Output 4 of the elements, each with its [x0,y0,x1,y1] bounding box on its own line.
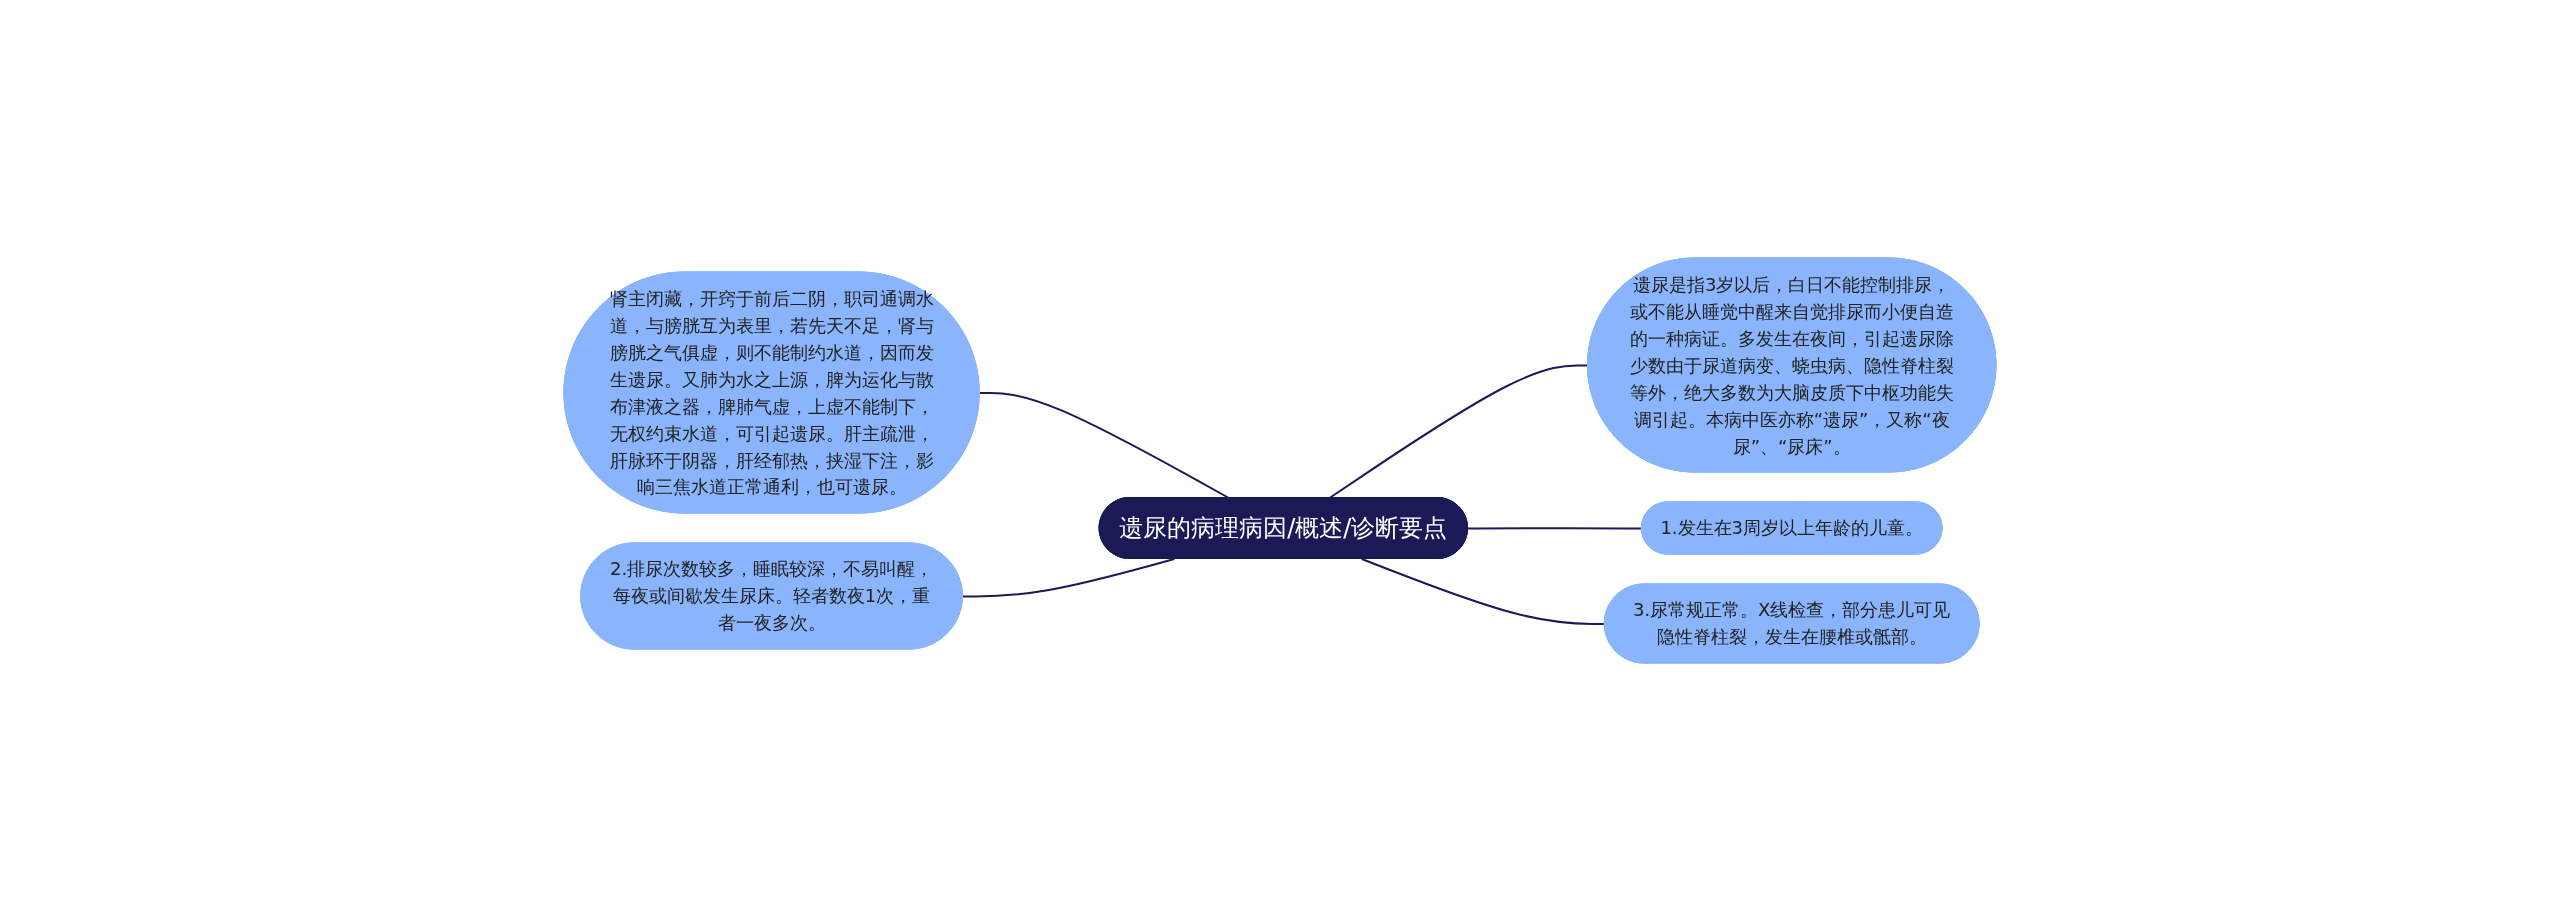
connector [978,391,1230,499]
connector [961,558,1176,598]
connector [1467,527,1643,530]
connector [1360,558,1606,625]
